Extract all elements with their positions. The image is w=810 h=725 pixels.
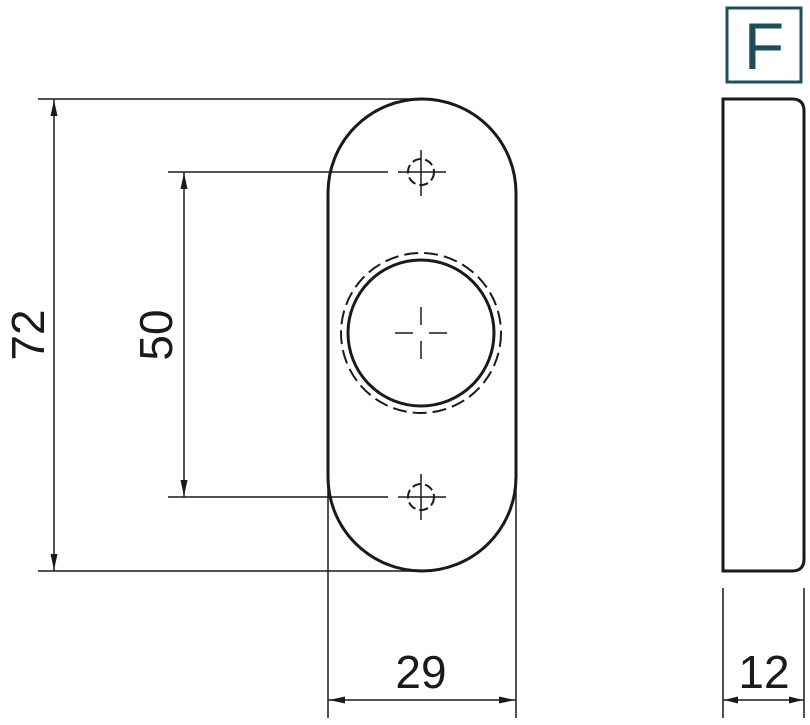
series-badge-letter: F (744, 9, 784, 83)
rosette-outline (326, 97, 518, 573)
dimension-29-lines (327, 480, 517, 718)
dimension-50-label: 50 (130, 309, 182, 360)
dimension-29-label: 29 (395, 646, 446, 698)
bottom-screw-hole (398, 474, 446, 520)
dimension-12-arrow-right (789, 696, 803, 704)
dimension-72-arrow-top (50, 100, 58, 116)
dimension-12-arrow-left (724, 696, 738, 704)
dimension-29-arrow-left (329, 696, 345, 704)
center-crosshair (395, 307, 447, 359)
dimension-72-arrow-bottom (50, 554, 58, 570)
top-screw-hole (398, 150, 446, 196)
dimension-72-lines (38, 98, 420, 572)
center-hole (346, 258, 496, 408)
center-hole-hidden-ring (340, 252, 502, 414)
series-badge-box (725, 6, 803, 84)
dimension-50-arrow-bottom (180, 480, 188, 496)
side-view-profile (721, 97, 806, 573)
dimension-12-label: 12 (738, 646, 789, 698)
dimension-72-label: 72 (2, 309, 54, 360)
dimension-50-arrow-top (180, 173, 188, 189)
dimension-50-lines (168, 171, 388, 498)
dimension-29-arrow-right (499, 696, 515, 704)
